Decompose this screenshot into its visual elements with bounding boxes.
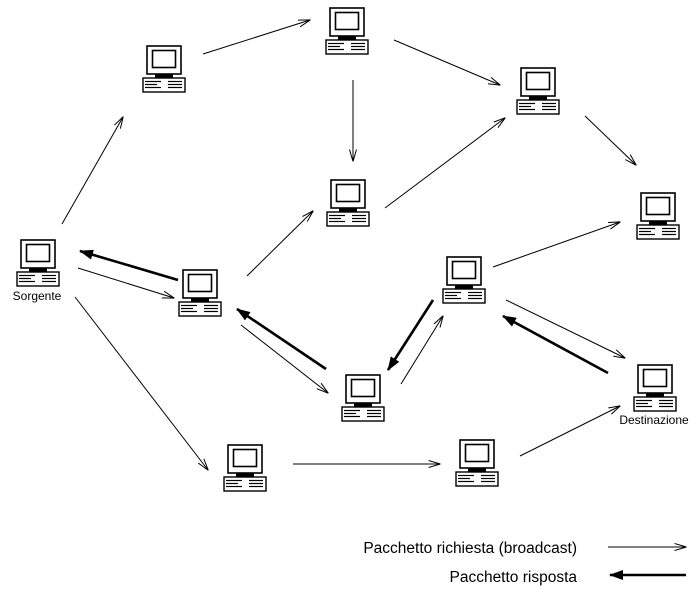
computer-icon bbox=[16, 239, 60, 287]
reply-arrow-n6-to-n7 bbox=[386, 299, 435, 371]
computer-node-n10 bbox=[636, 192, 680, 240]
computer-node-n6 bbox=[442, 256, 486, 304]
request-arrow-n9-to-destinazione bbox=[519, 406, 620, 457]
request-arrow-n4-to-n3 bbox=[384, 118, 505, 209]
request-arrow-n1-to-n2 bbox=[202, 20, 310, 55]
node-label-destinazione: Destinazione bbox=[619, 413, 689, 427]
computer-node-sorgente: Sorgente bbox=[13, 239, 62, 303]
computer-node-n3 bbox=[516, 67, 560, 115]
computer-node-n2 bbox=[325, 7, 369, 55]
request-arrow-n5-to-n4 bbox=[246, 211, 313, 277]
request-arrow-n2-to-n3 bbox=[393, 39, 500, 85]
request-arrow-n3-to-n10 bbox=[584, 115, 636, 165]
edges-layer bbox=[61, 20, 636, 470]
computer-icon bbox=[633, 364, 677, 412]
computer-node-n4 bbox=[326, 179, 370, 227]
legend: Pacchetto richiesta (broadcast) Pacchett… bbox=[363, 540, 686, 586]
node-label-sorgente: Sorgente bbox=[13, 289, 62, 303]
legend-reply-label: Pacchetto risposta bbox=[449, 569, 577, 586]
computer-icon bbox=[341, 374, 385, 422]
computer-node-n7 bbox=[341, 374, 385, 422]
computer-icon bbox=[223, 444, 267, 492]
computer-icon bbox=[178, 269, 222, 317]
computer-icon bbox=[142, 45, 186, 93]
reply-arrow-n5-to-sorgente bbox=[79, 249, 179, 282]
computer-node-destinazione: Destinazione bbox=[619, 364, 689, 427]
reply-arrow-destinazione-to-n6 bbox=[502, 314, 609, 375]
request-arrow-n7-to-n6 bbox=[400, 316, 443, 385]
computer-icon bbox=[326, 179, 370, 227]
request-arrow-n6-to-n10 bbox=[492, 222, 620, 268]
computer-icon bbox=[442, 256, 486, 304]
computer-node-n8 bbox=[223, 444, 267, 492]
request-arrow-n5-to-n7 bbox=[240, 324, 328, 393]
request-arrow-sorgente-to-n1 bbox=[61, 117, 123, 225]
computer-icon bbox=[455, 439, 499, 487]
computer-icon bbox=[636, 192, 680, 240]
computer-icon bbox=[325, 7, 369, 55]
computer-node-n9 bbox=[455, 439, 499, 487]
computer-icon bbox=[516, 67, 560, 115]
request-arrow-sorgente-to-n8 bbox=[74, 296, 208, 470]
request-arrow-n6-to-destinazione bbox=[505, 299, 625, 358]
computer-node-n5 bbox=[178, 269, 222, 317]
request-arrow-sorgente-to-n5 bbox=[77, 267, 174, 298]
legend-request-label: Pacchetto richiesta (broadcast) bbox=[363, 540, 577, 557]
computer-node-n1 bbox=[142, 45, 186, 93]
reply-arrow-n7-to-n5 bbox=[236, 307, 327, 371]
